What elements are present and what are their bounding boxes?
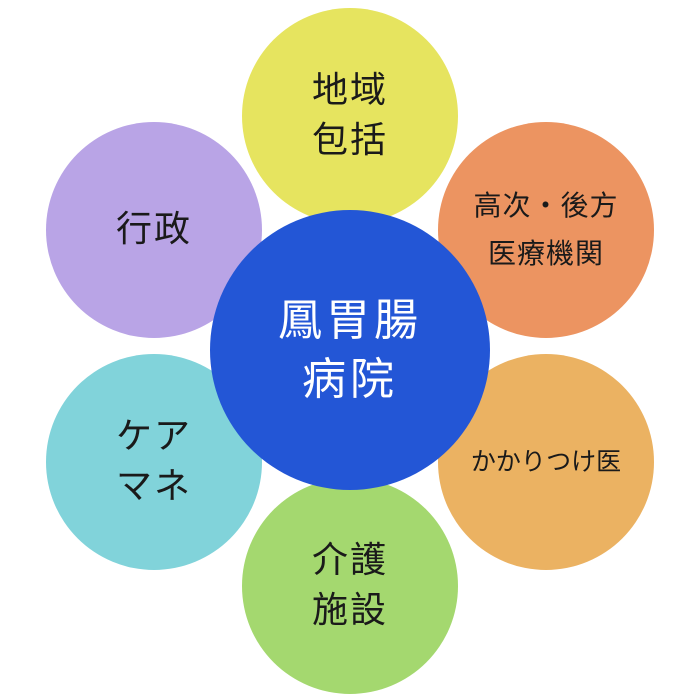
node-label-line: 地域 — [311, 70, 388, 112]
node-label-line: マネ — [115, 466, 192, 507]
node-label-line: 高次・後方 — [473, 189, 619, 223]
node-label-line: かかりつけ医 — [470, 446, 622, 476]
node-label-line: 医療機関 — [487, 237, 604, 270]
center-label-line: 病院 — [302, 354, 398, 405]
node-community-support: 地域 包括 — [242, 8, 458, 224]
node-label-line: 施設 — [311, 590, 388, 631]
node-care-facility: 介護 施設 — [242, 478, 458, 694]
node-label-line: 包括 — [311, 120, 388, 161]
node-label-line: 介護 — [311, 540, 388, 582]
node-label-line: ケア — [115, 416, 192, 458]
center-label-line: 鳳胃腸 — [278, 294, 422, 346]
node-label-line: 行政 — [115, 209, 192, 251]
center-hospital-node: 鳳胃腸 病院 — [210, 210, 490, 490]
node-care-manager: ケア マネ — [46, 354, 262, 570]
